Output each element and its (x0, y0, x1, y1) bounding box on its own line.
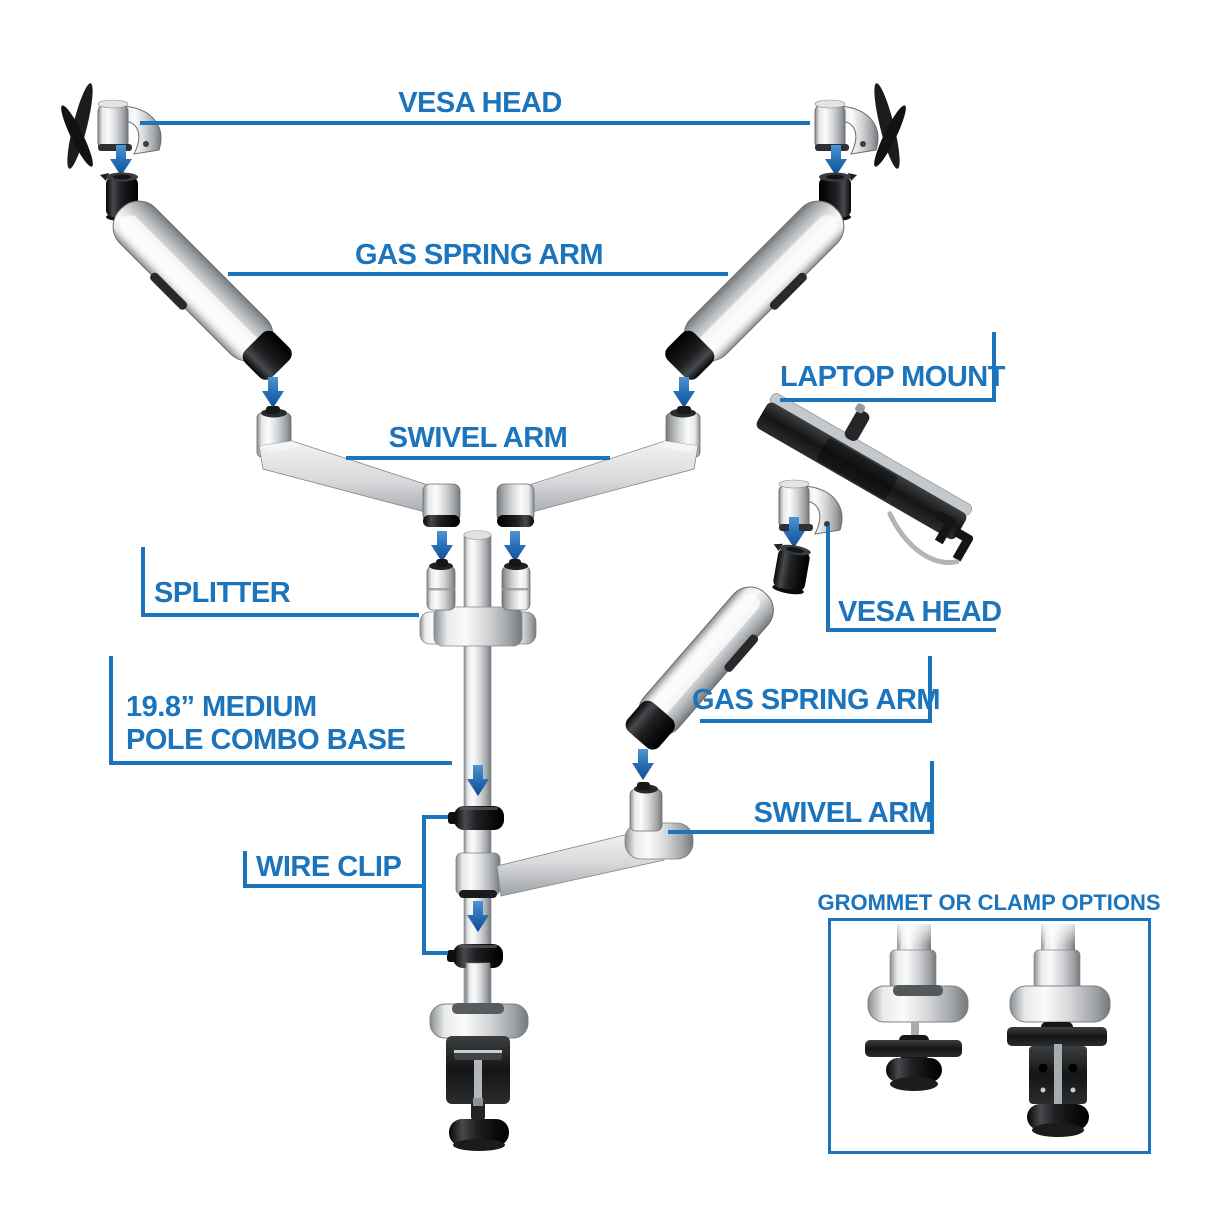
options-panel-box (828, 918, 1151, 1154)
gas-spring-arm-right-pointer-line (700, 719, 932, 723)
laptop-tray (756, 393, 974, 565)
splitter-part (419, 606, 537, 647)
gas-spring-arm-pointer-line (228, 272, 728, 276)
label-pole-combo-base-line2: POLE COMBO BASE (126, 724, 406, 757)
label-pole-combo-base-line1: 19.8” MEDIUM (126, 691, 317, 723)
wire-clip-bracket-left (243, 851, 247, 888)
label-swivel-arm-main: SWIVEL ARM (388, 422, 568, 454)
label-vesa-head-right: VESA HEAD (838, 596, 1002, 628)
wire-clip-top (448, 806, 504, 830)
splitter-bracket-vertical (141, 547, 145, 617)
label-laptop-mount: LAPTOP MOUNT (780, 361, 1005, 393)
vesa-head-right-pointer-line (826, 628, 996, 632)
lower-swivel-arm (455, 782, 694, 898)
laptop-mount-pointer-line (780, 398, 996, 402)
label-gas-spring-arm-right: GAS SPRING ARM (691, 684, 941, 716)
swivel-arm-right-pointer-line (668, 830, 934, 834)
vesa-head-right-bracket-vertical (826, 526, 830, 632)
label-swivel-arm-right: SWIVEL ARM (753, 797, 933, 829)
gas-spring-arm-right-bracket-vertical (928, 656, 932, 723)
grommet-option-illustration (865, 918, 969, 1091)
wire-clip-bracket-right (422, 815, 426, 955)
laptop-mount-bracket-vertical (992, 332, 996, 402)
wire-clip-bracket-middle (243, 884, 425, 888)
clamp-option-illustration (1007, 918, 1111, 1137)
label-pole-combo-base: 19.8” MEDIUM POLE COMBO BASE (126, 691, 406, 757)
pole-base-bracket-horizontal (109, 761, 452, 765)
laptop-vesa-head (765, 479, 843, 597)
swivel-arm-pointer-line (346, 456, 610, 460)
label-gas-spring-arm-main: GAS SPRING ARM (354, 239, 604, 271)
left-arm-chain (56, 81, 460, 610)
swivel-arm-right-bracket-vertical (930, 761, 934, 834)
wire-clip-bracket-bottom-stub (426, 951, 448, 955)
vesa-head-top-pointer-line (140, 121, 810, 125)
laptop-gas-spring-arm (625, 586, 774, 780)
right-arm-chain (497, 81, 911, 610)
label-splitter: SPLITTER (154, 577, 291, 609)
label-options-panel-title: GROMMET OR CLAMP OPTIONS (817, 890, 1161, 915)
pole-base-bracket-vertical (109, 656, 113, 765)
wire-clip-bracket-top-stub (426, 815, 448, 819)
label-wire-clip: WIRE CLIP (256, 851, 402, 883)
splitter-bracket-horizontal (141, 613, 419, 617)
desk-clamp-base (429, 962, 529, 1151)
label-vesa-head-top: VESA HEAD (398, 87, 562, 119)
